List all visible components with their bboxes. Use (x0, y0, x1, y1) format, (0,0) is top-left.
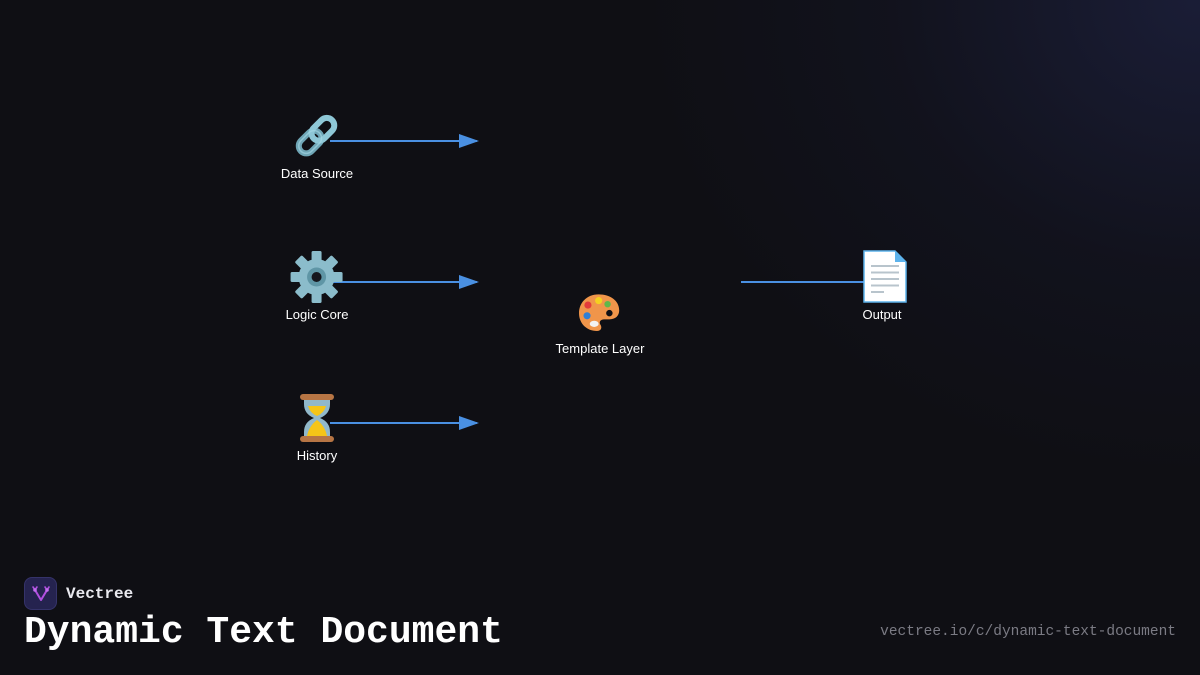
brand: Vectree (24, 577, 133, 610)
node-label: Data Source (280, 166, 354, 181)
node-template-layer[interactable]: Template Layer (555, 289, 645, 356)
node-output[interactable]: Output (854, 249, 910, 322)
node-logic-core[interactable]: Logic Core (285, 249, 349, 322)
gear-icon (291, 251, 343, 303)
link-icon (295, 114, 338, 157)
document-icon (863, 250, 907, 303)
node-label: Logic Core (285, 307, 349, 322)
node-label: History (296, 448, 338, 463)
brand-name: Vectree (66, 584, 134, 603)
hourglass-icon (300, 394, 334, 442)
node-label: Template Layer (555, 341, 645, 356)
vectree-logo-icon (24, 577, 57, 610)
node-history[interactable]: History (289, 390, 345, 463)
page-url[interactable]: vectree.io/c/dynamic-text-document (880, 624, 1176, 640)
page-title: Dynamic Text Document (24, 611, 503, 654)
palette-icon (579, 294, 620, 331)
node-data-source[interactable]: Data Source (281, 108, 353, 181)
node-label: Output (862, 307, 902, 322)
